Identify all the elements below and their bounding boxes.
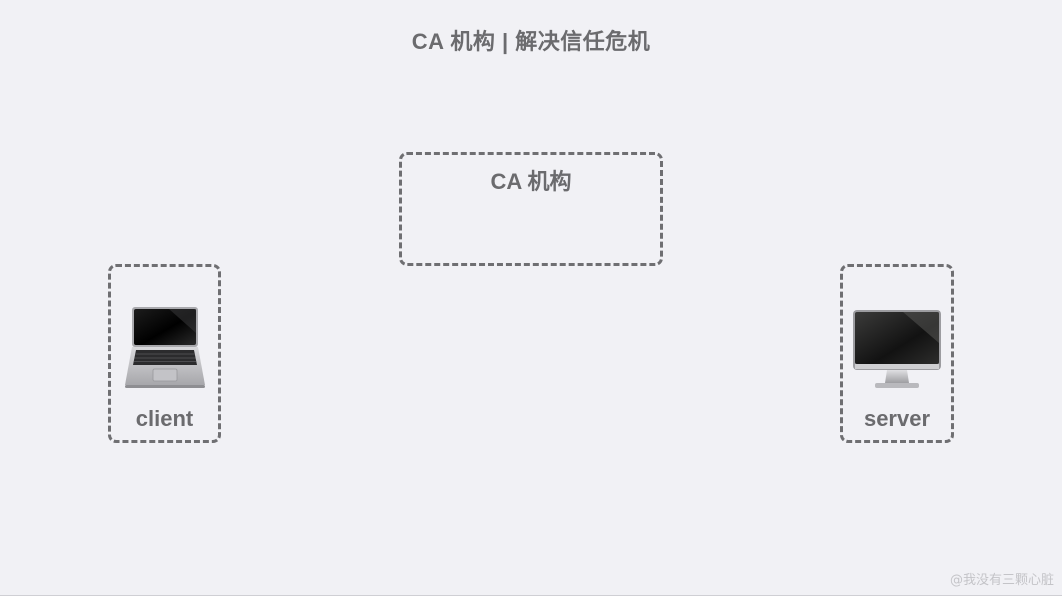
client-box: client [108,264,221,443]
server-label: server [863,406,931,431]
laptop-icon [111,303,218,396]
desktop-monitor-icon [843,307,951,398]
server-box: server [840,264,954,443]
diagram-title: CA 机构 | 解决信任危机 [411,29,651,54]
watermark: @我没有三颗心脏 [949,573,1054,588]
client-label: client [135,406,194,431]
ca-authority-label: CA 机构 [490,169,572,194]
ca-authority-box: CA 机构 [399,152,663,266]
